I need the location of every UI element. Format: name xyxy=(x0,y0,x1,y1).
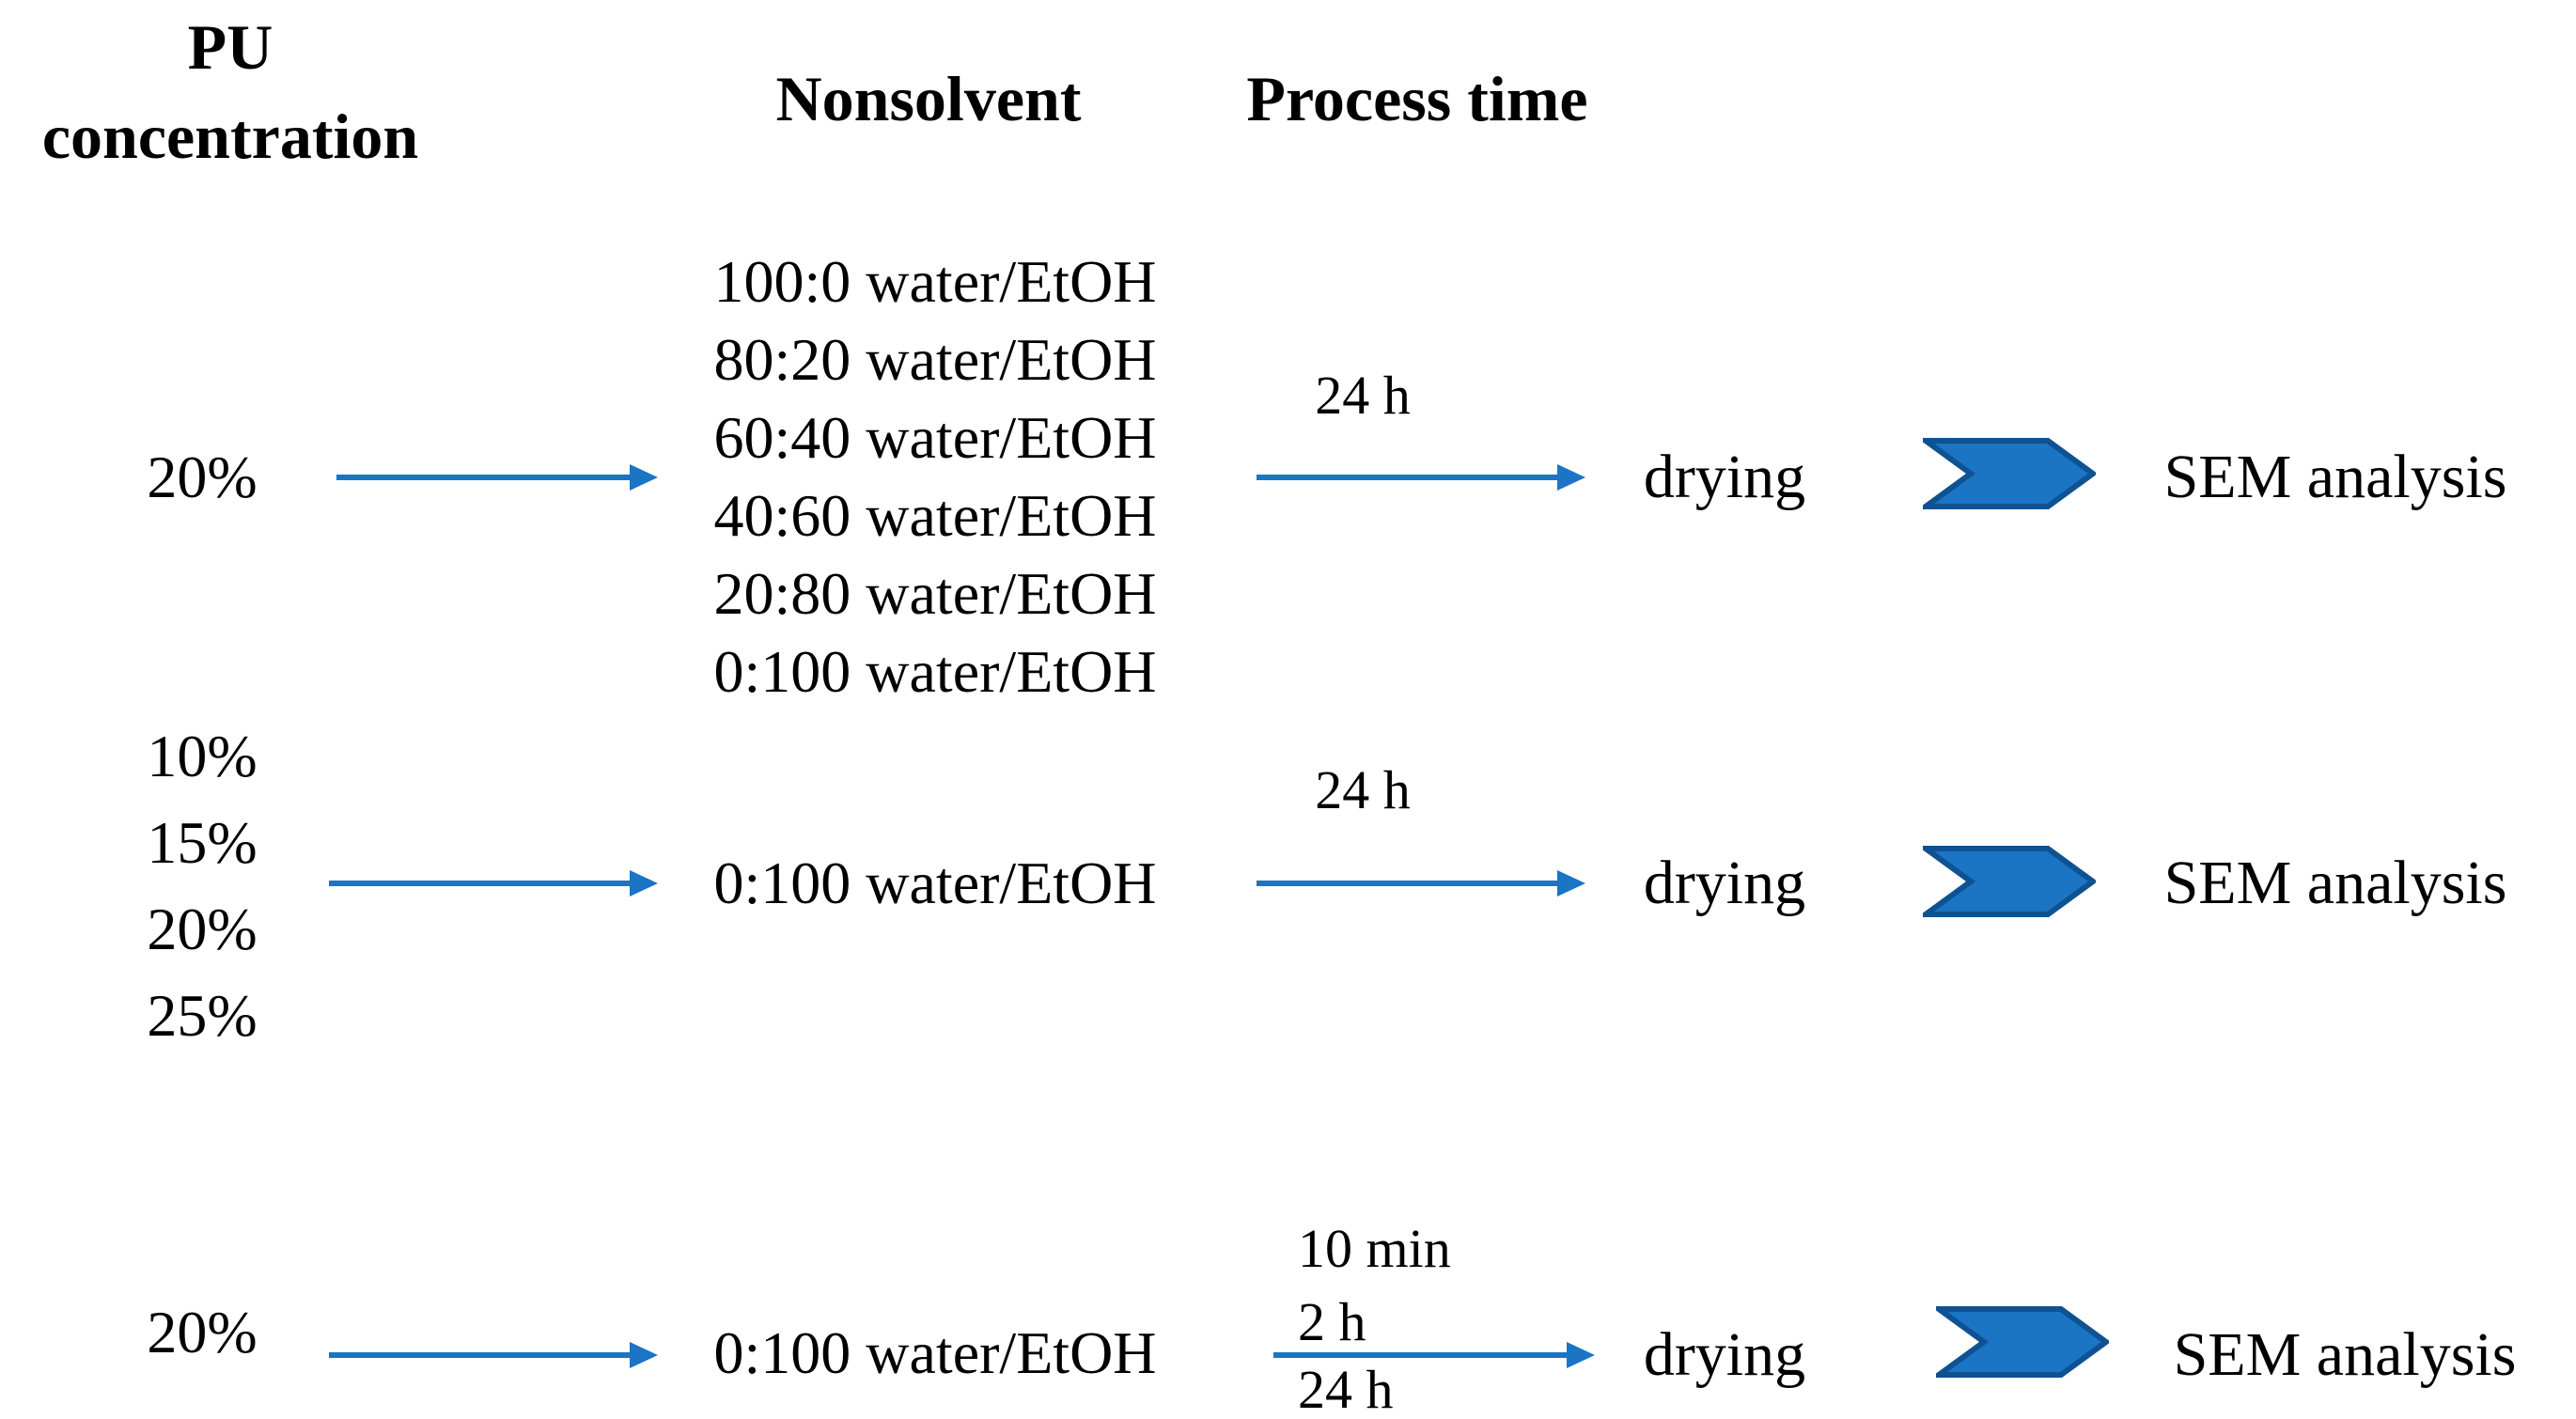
row3-sem-analysis-label: SEM analysis xyxy=(2173,1320,2517,1389)
row2-drying-label: drying xyxy=(1643,849,1806,917)
row3-process-time-below: 24 h xyxy=(1298,1359,1394,1419)
arrow-shaft xyxy=(336,475,632,480)
arrow-head-icon xyxy=(1557,464,1585,491)
row2-arrow-to-drying xyxy=(1257,870,1585,897)
row1-arrow-to-nonsolvent xyxy=(336,464,658,491)
row3-process-times-above: 10 min 2 h xyxy=(1298,1212,1542,1359)
header-pu-concentration: PU concentration xyxy=(9,3,451,181)
row2-pu-concentration-list: 10% 15% 20% 25% xyxy=(113,713,291,1059)
pu-concentration-item: 15% xyxy=(147,809,258,876)
nonsolvent-item: 60:40 water/EtOH xyxy=(713,404,1157,471)
nonsolvent-item: 0:100 water/EtOH xyxy=(713,638,1157,705)
arrow-shaft xyxy=(329,1352,632,1358)
row3-arrow-to-nonsolvent xyxy=(329,1342,658,1368)
pu-concentration-item: 25% xyxy=(147,982,258,1049)
header-process-time: Process time xyxy=(1246,63,1588,134)
arrow-shaft xyxy=(1257,881,1560,886)
row1-drying-label: drying xyxy=(1643,443,1806,511)
row1-pu-concentration: 20% xyxy=(147,444,258,510)
header-pu-line2: concentration xyxy=(41,101,419,172)
process-time-item: 10 min xyxy=(1298,1218,1451,1279)
chevron-arrow-icon xyxy=(1936,1306,2109,1378)
arrow-head-icon xyxy=(1557,870,1585,897)
arrow-head-icon xyxy=(1567,1342,1595,1368)
header-pu-line1: PU xyxy=(187,11,273,83)
arrow-shaft xyxy=(1257,475,1560,480)
pu-concentration-item: 10% xyxy=(147,723,258,789)
nonsolvent-item: 80:20 water/EtOH xyxy=(713,326,1157,393)
pu-concentration-item: 20% xyxy=(147,896,258,962)
arrow-head-icon xyxy=(630,464,658,491)
row1-process-time: 24 h xyxy=(1315,365,1411,426)
chevron-arrow-icon xyxy=(1923,438,2096,509)
arrow-head-icon xyxy=(630,1342,658,1368)
arrow-shaft xyxy=(329,881,632,886)
nonsolvent-item: 100:0 water/EtOH xyxy=(713,248,1157,315)
row1-nonsolvent-list: 100:0 water/EtOH 80:20 water/EtOH 60:40 … xyxy=(648,242,1222,710)
row2-arrow-to-nonsolvent xyxy=(329,870,658,897)
row2-nonsolvent: 0:100 water/EtOH xyxy=(713,850,1157,916)
nonsolvent-item: 40:60 water/EtOH xyxy=(713,482,1157,549)
header-nonsolvent: Nonsolvent xyxy=(775,63,1082,134)
row2-process-time: 24 h xyxy=(1315,759,1411,820)
arrow-head-icon xyxy=(630,870,658,897)
arrow-shaft xyxy=(1273,1352,1569,1358)
row3-nonsolvent: 0:100 water/EtOH xyxy=(713,1319,1157,1386)
chevron-arrow-icon xyxy=(1923,846,2096,917)
process-time-item: 2 h xyxy=(1298,1291,1366,1352)
row3-arrow-to-drying xyxy=(1273,1342,1595,1368)
nonsolvent-item: 20:80 water/EtOH xyxy=(713,560,1157,627)
row3-drying-label: drying xyxy=(1643,1320,1806,1389)
row1-arrow-to-drying xyxy=(1257,464,1585,491)
row1-sem-analysis-label: SEM analysis xyxy=(2163,443,2507,511)
row2-sem-analysis-label: SEM analysis xyxy=(2163,849,2507,917)
row3-pu-concentration: 20% xyxy=(147,1299,258,1365)
